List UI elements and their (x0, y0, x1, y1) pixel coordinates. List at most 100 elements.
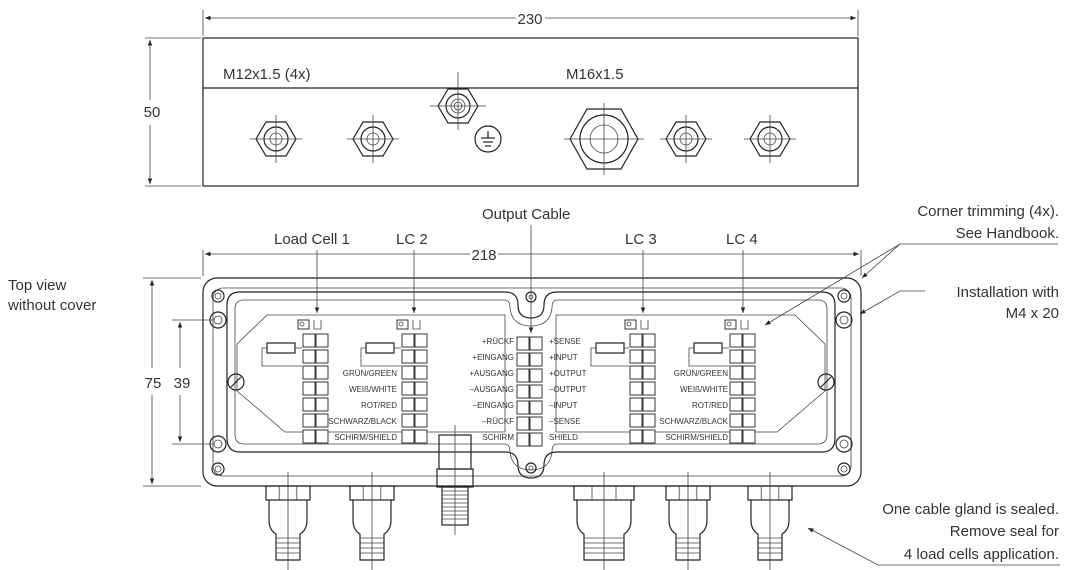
terminal-screw (642, 397, 656, 412)
terminal-clamp (302, 365, 316, 380)
terminal-clamp (516, 432, 530, 447)
terminal-screw (315, 365, 329, 380)
terminal-screw (414, 413, 428, 428)
mounting-hole-icon (525, 462, 537, 474)
sealed-gland-note: One cable gland is sealed. (882, 501, 1059, 518)
terminal-screw (414, 381, 428, 396)
cable-gland-icon (349, 472, 395, 570)
top-view: 218 75 39 Top view without cover Load Ce… (7, 203, 1060, 570)
pcb-right (555, 314, 826, 433)
terminal-screw (315, 397, 329, 412)
terminal-screw (742, 349, 756, 364)
terminal-block (516, 336, 543, 447)
terminal-clamp (629, 429, 643, 444)
terminal-block (297, 319, 329, 444)
mounting-hole-icon (835, 311, 853, 329)
wire-label-black: SCHWARZ/BLACK (659, 417, 728, 426)
output-label: –AUSGANG (470, 385, 514, 394)
terminal-clamp (302, 381, 316, 396)
terminal-clamp (629, 349, 643, 364)
cable-gland-icon (665, 472, 711, 570)
terminal-screw (315, 381, 329, 396)
wire-label-shield: SCHIRM/SHIELD (334, 433, 397, 442)
installation-note: Installation with (956, 284, 1059, 301)
top-view-label-sub: without cover (7, 297, 96, 314)
wire-label-red: ROT/RED (692, 401, 728, 410)
bottom-glands (265, 425, 793, 570)
terminal-clamp (516, 352, 530, 367)
wire-label-white: WEIß/WHITE (349, 385, 397, 394)
front-width-dimension: 230 (517, 11, 542, 28)
terminal-screw (529, 416, 543, 431)
output-label: –RÜCKF (482, 417, 514, 426)
screw-icon (227, 373, 245, 391)
output-labels-left: +RÜCKF +EINGANG +AUSGANG –AUSGANG –EINGA… (469, 337, 514, 442)
output-label: –INPUT (549, 401, 578, 410)
output-label: +OUTPUT (549, 369, 587, 378)
terminal-screw (414, 333, 428, 348)
terminal-screw (529, 384, 543, 399)
terminal-clamp (516, 336, 530, 351)
terminal-screw (742, 365, 756, 380)
lc4-label: LC 4 (726, 231, 758, 248)
terminal-clamp (401, 365, 415, 380)
terminal-screw (315, 413, 329, 428)
terminal-clamp (516, 416, 530, 431)
mounting-hole-icon (835, 435, 853, 453)
terminal-clamp (302, 429, 316, 444)
front-height-dimension: 50 (144, 104, 161, 121)
terminal-clamp (729, 381, 743, 396)
terminal-screw (529, 368, 543, 383)
terminal-clamp (302, 349, 316, 364)
wire-labels-right: GRÜN/GREEN WEIß/WHITE ROT/RED SCHWARZ/BL… (659, 369, 728, 442)
mounting-hole-icon (837, 462, 851, 476)
cable-gland-icon (265, 472, 311, 570)
output-label: –SENSE (549, 417, 581, 426)
terminal-clamp (629, 397, 643, 412)
terminal-screw (315, 429, 329, 444)
output-cable-label: Output Cable (482, 206, 570, 223)
see-handbook-note: See Handbook. (956, 225, 1059, 242)
top-height-dimension-outer: 75 (145, 375, 162, 392)
top-height-dimension-inner: 39 (174, 375, 191, 392)
terminal-screw (529, 352, 543, 367)
top-view-label: Top view (8, 277, 67, 294)
cable-gland-icon (660, 115, 712, 163)
cable-gland-icon (744, 115, 796, 163)
corner-trimming-note: Corner trimming (4x). (917, 203, 1059, 220)
terminal-clamp (729, 413, 743, 428)
terminal-screw (742, 413, 756, 428)
terminal-clamp (729, 349, 743, 364)
terminal-clamp (516, 368, 530, 383)
terminal-screw (742, 429, 756, 444)
top-width-dimension: 218 (471, 247, 496, 264)
output-label: +INPUT (549, 353, 578, 362)
front-housing-outline (202, 37, 859, 187)
terminal-screw (642, 413, 656, 428)
terminal-block (724, 319, 756, 444)
terminal-clamp (629, 365, 643, 380)
terminal-screw (742, 397, 756, 412)
jumper-header (396, 319, 421, 330)
output-labels-right: +SENSE +INPUT +OUTPUT –OUTPUT –INPUT –SE… (549, 337, 587, 442)
terminal-screw (742, 333, 756, 348)
cable-gland-icon (347, 115, 399, 163)
cable-gland-icon (564, 103, 644, 175)
output-label: +EINGANG (472, 353, 514, 362)
terminal-clamp (729, 429, 743, 444)
output-label: SCHIRM (482, 433, 514, 442)
terminal-block (624, 319, 656, 444)
installation-screw-size: M4 x 20 (1006, 305, 1059, 322)
cable-gland-icon (747, 472, 793, 570)
terminal-clamp (302, 413, 316, 428)
terminal-clamp (302, 397, 316, 412)
terminal-screw (742, 381, 756, 396)
terminal-clamp (729, 397, 743, 412)
terminal-screw (414, 365, 428, 380)
terminal-clamp (516, 384, 530, 399)
resistor-icon (688, 342, 729, 367)
terminal-clamp (401, 413, 415, 428)
terminal-block (396, 319, 428, 444)
wire-labels-left: GRÜN/GREEN WEIß/WHITE ROT/RED SCHWARZ/BL… (328, 369, 397, 442)
